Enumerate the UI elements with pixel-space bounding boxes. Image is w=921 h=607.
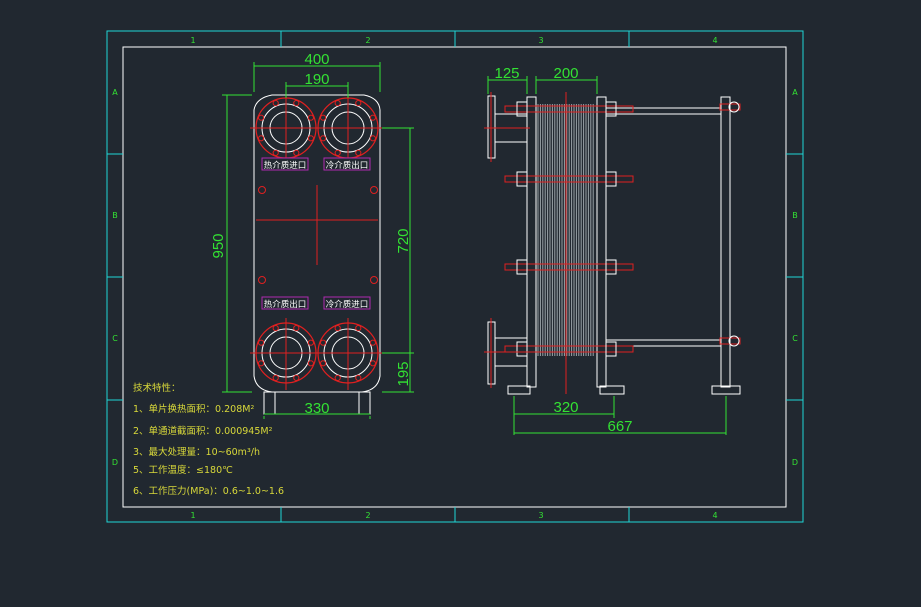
dim-port-spacing-190: 190 [304,71,329,88]
bolt-hole [258,114,265,121]
plate-pack [537,104,594,356]
zone-col-bottom-4: 4 [712,511,717,520]
zone-col-top-3: 3 [538,36,543,45]
bolt-hole [355,100,362,107]
tech-note-1: 1、单片换热面积：0.208M² [133,403,254,415]
side-nuts [516,101,740,357]
frame-zone-labels: 1 2 3 4 1 2 3 4 A B C D A B C D [112,36,798,520]
bolt-hole [272,374,279,381]
bolt-hole [320,339,327,346]
zone-col-top-4: 4 [712,36,717,45]
bolt-hole [272,149,279,156]
bolt-hole [307,135,314,142]
bolt-hole [355,374,362,381]
front-dimension-lines [222,62,414,419]
bolt-hole [307,360,314,367]
side-tie-bolts [504,103,741,353]
bolt-hole [293,149,300,156]
bolt-hole [334,374,341,381]
bolt-hole [293,374,300,381]
front-plate-outline [253,94,381,415]
dim-overall-667: 667 [607,418,632,435]
side-centerlines [484,92,567,394]
zone-row-left-a: A [112,88,118,97]
bolt-hole [258,360,265,367]
side-view: 125 200 320 667 [484,65,741,435]
tech-notes: 技术特性： 1、单片换热面积：0.208M² 2、单通道截面积：0.000945… [133,382,284,497]
dim-height-950: 950 [210,233,227,258]
label-hot-inlet: 热介质进口 [264,160,307,171]
dim-foot-span-320: 320 [553,399,578,416]
dim-port-height-720: 720 [395,228,412,253]
dim-nozzle-125: 125 [494,65,519,82]
label-cold-outlet: 冷介质出口 [326,160,369,171]
drawing-frame [106,30,804,523]
bolt-hole [258,135,265,142]
zone-col-top-2: 2 [365,36,370,45]
bolt-hole [355,149,362,156]
bolt-hole [320,360,327,367]
bolt-hole [369,114,376,121]
front-view: 热介质进口 冷介质出口 热介质出口 冷介质进口 400 190 950 720 … [210,51,414,419]
zone-row-right-b: B [792,211,798,220]
bolt-hole [320,135,327,142]
tech-note-3: 3、最大处理量：10~60m³/h [133,446,260,458]
bolt-hole [293,100,300,107]
front-side-bolts [258,186,378,284]
bolt-hole [334,100,341,107]
tech-note-2: 2、单通道截面积：0.000945M² [133,425,273,437]
dim-plate-pack-200: 200 [553,65,578,82]
zone-row-left-d: D [112,458,118,467]
dim-base-330: 330 [304,400,329,417]
zone-row-right-c: C [792,334,798,343]
bolt-hole [272,100,279,107]
tech-note-5: 5、工作温度：≤180℃ [133,464,233,476]
tech-notes-title: 技术特性： [133,382,181,394]
bolt-hole [334,325,341,332]
flange-bolt-holes [258,100,376,381]
zone-col-bottom-3: 3 [538,511,543,520]
dim-width-400: 400 [304,51,329,68]
bolt-hole [258,339,265,346]
zone-row-left-c: C [112,334,118,343]
bolt-hole [369,360,376,367]
zone-col-top-1: 1 [190,36,195,45]
bolt-hole [369,135,376,142]
zone-row-right-a: A [792,88,798,97]
bolt-hole [307,114,314,121]
bolt-hole [307,339,314,346]
dim-bottom-195: 195 [395,361,412,386]
label-hot-outlet: 热介质出口 [264,299,307,310]
side-outline [487,95,741,395]
bolt-hole [355,325,362,332]
zone-col-bottom-1: 1 [190,511,195,520]
label-cold-inlet: 冷介质进口 [326,299,369,310]
side-dimension-lines [487,76,727,435]
zone-row-left-b: B [112,211,118,220]
bolt-hole [272,325,279,332]
bolt-hole [369,339,376,346]
bolt-hole [320,114,327,121]
tech-note-6: 6、工作压力(MPa)：0.6~1.0~1.6 [133,485,284,497]
bolt-hole [334,149,341,156]
zone-row-right-d: D [792,458,798,467]
zone-col-bottom-2: 2 [365,511,370,520]
front-centerlines [250,92,384,390]
front-port-labels: 热介质进口 冷介质出口 热介质出口 冷介质进口 [261,157,371,310]
bolt-hole [293,325,300,332]
